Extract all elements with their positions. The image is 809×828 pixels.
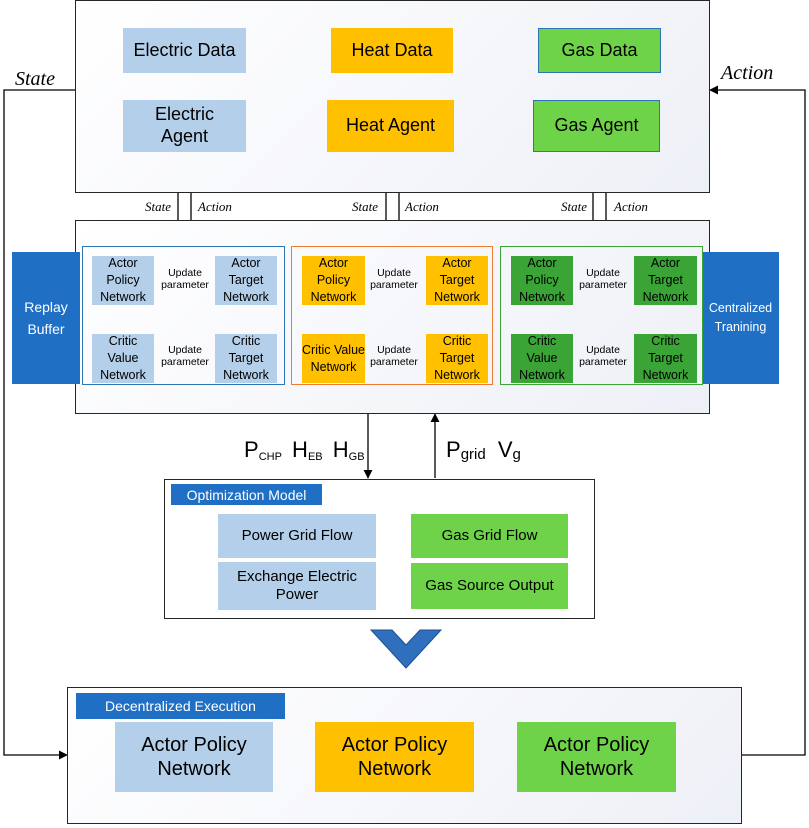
heat-critic-value: Critic Value Network [302, 334, 365, 383]
gas-data-label: Gas Data [561, 39, 638, 60]
electric-actor-policy: Actor Policy Network [92, 256, 154, 305]
electric-critic-target-label: Critic Target Network [223, 334, 269, 382]
centralized-training-label: Centralized Tranining [708, 301, 773, 334]
heat-agent-label: Heat Agent [345, 115, 436, 136]
gas-agent-box: Gas Agent [533, 100, 660, 152]
heat-critic-target-label: Critic Target Network [434, 334, 480, 382]
outer-action-label: Action [721, 62, 774, 84]
outer-state-loop [3, 89, 75, 760]
exchange-power-label: Exchange Electric Power [236, 568, 358, 603]
training-panel [75, 220, 710, 414]
heat-critic-target: Critic Target Network [426, 334, 488, 383]
gas-action-text: Action [614, 199, 648, 214]
heat-execution-actor: Actor Policy Network [315, 722, 474, 792]
heat-network-group [291, 246, 493, 385]
gas-critic-value: Critic Value Network [511, 334, 573, 383]
gas-critic-value-label: Critic Value Network [519, 334, 565, 382]
electric-action-text: Action [198, 199, 232, 214]
heat-actor-policy: Actor Policy Network [302, 256, 365, 305]
gas-actor-policy-label: Actor Policy Network [519, 256, 565, 304]
electric-actor-policy-label: Actor Policy Network [100, 256, 146, 304]
electric-critic-target: Critic Target Network [215, 334, 277, 383]
replay-buffer-block: Replay Buffer [12, 252, 80, 384]
gas-critic-target-label: Critic Target Network [642, 334, 689, 382]
electric-actor-target: Actor Target Network [215, 256, 277, 305]
electric-actor-target-label: Actor Target Network [223, 256, 269, 304]
heat-critic-value-label: Critic Value Network [302, 342, 365, 374]
heat-actor-target: Actor Target Network [426, 256, 488, 305]
optimization-title: Optimization Model [171, 484, 322, 505]
gas-source-output-label: Gas Source Output [425, 577, 554, 594]
grid-variables: Pgrid Vg [446, 437, 521, 463]
centralized-training-block: Centralized Tranining [702, 252, 779, 384]
gas-execution-actor: Actor Policy Network [517, 722, 676, 792]
replay-buffer-label: Replay Buffer [24, 298, 68, 337]
electric-agent-box: Electric Agent [123, 100, 246, 152]
electric-agent-label: Electric Agent [154, 104, 214, 146]
heat-actor-target-label: Actor Target Network [434, 256, 480, 304]
gas-grid-flow-label: Gas Grid Flow [441, 527, 538, 544]
electric-execution-actor: Actor Policy Network [115, 722, 273, 792]
dispatch-variables: PCHP HEB HGB [244, 437, 365, 463]
outer-state-label: State [15, 68, 55, 90]
exchange-power-box: Exchange Electric Power [218, 562, 376, 610]
heat-actor-policy-label: Actor Policy Network [310, 256, 357, 304]
gas-source-output-box: Gas Source Output [411, 563, 568, 609]
heat-action-text: Action [405, 199, 439, 214]
power-grid-flow-box: Power Grid Flow [218, 514, 376, 558]
gas-actor-target: Actor Target Network [634, 256, 697, 305]
power-grid-flow-label: Power Grid Flow [241, 527, 353, 544]
electric-execution-actor-label: Actor Policy Network [141, 734, 247, 780]
gas-actor-policy: Actor Policy Network [511, 256, 573, 305]
gas-state-text: State [561, 199, 587, 214]
outer-action-loop [709, 85, 806, 756]
gas-critic-target: Critic Target Network [634, 334, 697, 383]
gas-grid-flow-box: Gas Grid Flow [411, 514, 568, 558]
heat-execution-actor-label: Actor Policy Network [341, 734, 448, 780]
electric-data-label: Electric Data [133, 39, 236, 60]
electric-critic-value: Critic Value Network [92, 334, 154, 383]
gas-agent-label: Gas Agent [554, 115, 639, 136]
electric-state-text: State [145, 199, 171, 214]
gas-network-group [500, 246, 703, 385]
electric-critic-value-label: Critic Value Network [100, 334, 146, 382]
gas-data-box: Gas Data [538, 28, 661, 73]
heat-data-box: Heat Data [331, 28, 453, 73]
electric-data-box: Electric Data [123, 28, 246, 73]
heat-state-text: State [352, 199, 378, 214]
heat-data-label: Heat Data [351, 39, 433, 60]
execution-title: Decentralized Execution [76, 693, 285, 719]
gas-execution-actor-label: Actor Policy Network [543, 734, 650, 780]
heat-agent-box: Heat Agent [327, 100, 454, 152]
chevron-down-icon [369, 629, 443, 669]
gas-actor-target-label: Actor Target Network [642, 256, 689, 304]
electric-network-group [82, 246, 285, 385]
